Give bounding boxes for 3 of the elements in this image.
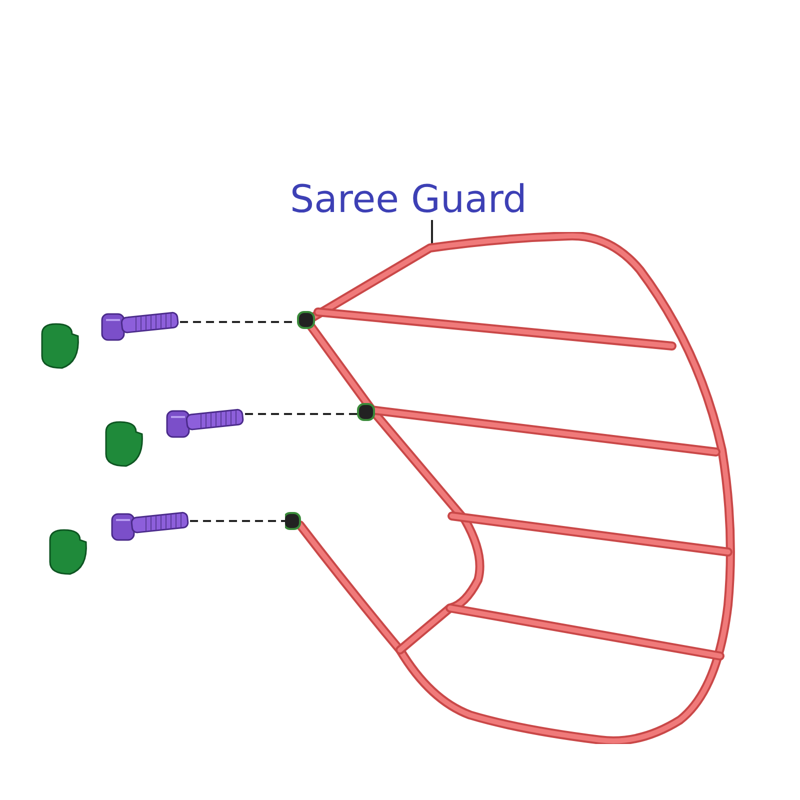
dashed-assembly-line (190, 520, 285, 522)
leader-line (431, 220, 433, 244)
part-name-label: Saree Guard (290, 180, 527, 218)
